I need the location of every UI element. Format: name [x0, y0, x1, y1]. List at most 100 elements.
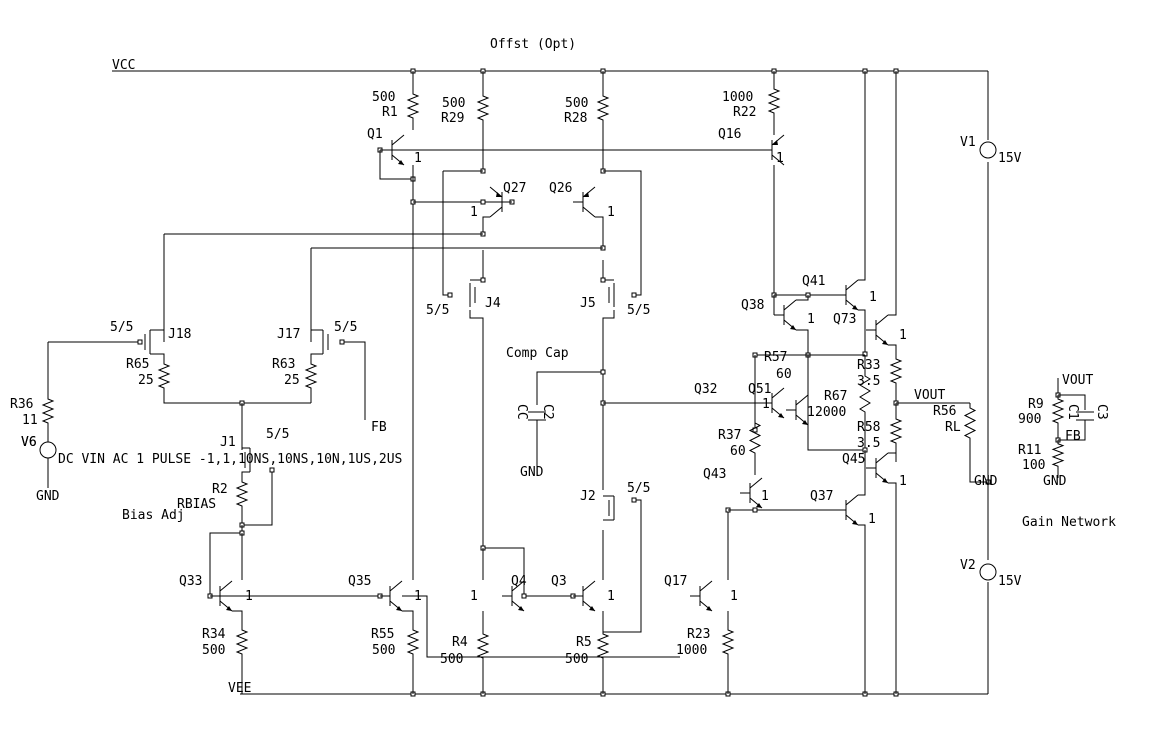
- q35-ref: Q35: [348, 574, 371, 589]
- wire: [241, 471, 250, 478]
- note-comp-cap: Comp Cap: [506, 346, 569, 361]
- j5-ref: J5: [580, 296, 596, 311]
- node-dot: [521, 593, 527, 599]
- q41-mult: 1: [869, 290, 877, 305]
- r36-ref: R36: [10, 397, 33, 412]
- r57-value: 60: [776, 367, 792, 382]
- q4-ref: Q4: [511, 574, 527, 589]
- q16-mult: 1: [776, 151, 784, 166]
- r2-resistor-zigzag: [235, 478, 249, 510]
- r65-resistor-zigzag: [157, 360, 171, 392]
- r33-value: 3.5: [857, 374, 880, 389]
- r67-ref: R67: [824, 389, 847, 404]
- q17-mult: 1: [730, 589, 738, 604]
- r23-resistor: [721, 626, 735, 658]
- q41-transistor: [836, 279, 859, 311]
- net-label-gnd-v6: GND: [36, 489, 60, 504]
- net-label-vout-fb: VOUT: [1062, 373, 1093, 388]
- wire: [310, 353, 323, 360]
- r11-resistor: [1051, 440, 1065, 470]
- q73-transistor: [866, 314, 889, 346]
- node-dot: [480, 199, 486, 205]
- wire: [858, 524, 866, 694]
- wire: [442, 171, 450, 296]
- r58-resistor: [889, 415, 903, 447]
- q26-mult: 1: [607, 205, 615, 220]
- r5-resistor-zigzag: [596, 630, 610, 662]
- r1-value: 500: [372, 90, 395, 105]
- node-dot: [339, 339, 345, 345]
- j18-jfet: [144, 330, 151, 354]
- wire: [858, 309, 866, 354]
- r4-resistor: [476, 630, 490, 662]
- j2-ref: J2: [580, 489, 596, 504]
- q41-transistor-arrow: [852, 305, 858, 310]
- v2-ref: V2: [960, 558, 976, 573]
- q45-transistor-collector: [875, 452, 889, 464]
- node-dot: [985, 479, 991, 485]
- q1-transistor-arrow: [398, 160, 404, 165]
- net-label-gnd-c2: GND: [520, 465, 544, 480]
- c2-value: CC: [514, 404, 529, 420]
- q16-ref: Q16: [718, 127, 741, 142]
- r58-value: 3.5: [857, 436, 880, 451]
- q33-transistor: [210, 580, 233, 612]
- q4-transistor-arrow: [518, 606, 524, 611]
- r22-resistor: [767, 85, 781, 117]
- r63-value: 25: [284, 373, 300, 388]
- r65-resistor: [157, 360, 171, 392]
- v1-ref: V1: [960, 135, 976, 150]
- r5-ref: R5: [576, 635, 592, 650]
- wire: [482, 216, 490, 234]
- r23-ref: R23: [687, 627, 710, 642]
- q73-transistor-collector: [875, 314, 889, 326]
- r11-resistor-zigzag: [1051, 440, 1065, 470]
- c2-ref: C2: [540, 404, 555, 420]
- wire: [969, 443, 988, 483]
- q4-transistor-collector: [511, 580, 525, 592]
- q38-ref: Q38: [741, 298, 764, 313]
- net-label-fb-gain: FB: [1065, 429, 1081, 444]
- q73-ref: Q73: [833, 312, 856, 327]
- wire: [536, 371, 603, 405]
- q33-transistor-arrow: [226, 606, 232, 611]
- q17-ref: Q17: [664, 574, 687, 589]
- q51-transistor-arrow: [802, 420, 808, 425]
- q3-mult: 1: [607, 589, 615, 604]
- r28-ref: R28: [564, 111, 587, 126]
- q38-mult: 1: [807, 312, 815, 327]
- r67-value: 2000: [815, 405, 846, 420]
- r36-value: 11: [22, 413, 38, 428]
- r2-value: RBIAS: [177, 497, 216, 512]
- wire: [232, 610, 243, 626]
- r23-value: 1000: [676, 643, 707, 658]
- q33-mult: 1: [245, 589, 253, 604]
- q3-transistor-arrow: [589, 606, 595, 611]
- r5-resistor: [596, 630, 610, 662]
- q45-transistor: [866, 452, 889, 484]
- q32-transistor-collector: [771, 387, 785, 399]
- q32-transistor-arrow: [778, 413, 784, 418]
- wire: [483, 547, 525, 596]
- r34-resistor-zigzag: [235, 626, 249, 658]
- r1-resistor: [406, 90, 420, 122]
- q16-transistor: [762, 134, 785, 166]
- j1-jfet: [244, 448, 251, 472]
- q1-ref: Q1: [367, 127, 383, 142]
- q1-transistor-collector: [391, 134, 405, 146]
- wire: [1058, 420, 1086, 441]
- q17-transistor-arrow: [706, 606, 712, 611]
- q37-mult: 1: [868, 512, 876, 527]
- q37-transistor: [836, 494, 859, 526]
- r4-ref: R4: [452, 635, 468, 650]
- q45-transistor-arrow: [882, 478, 888, 483]
- node-dot: [137, 339, 143, 345]
- r9-resistor-zigzag: [1051, 395, 1065, 427]
- r36-resistor: [41, 395, 55, 427]
- net-label-fb-j17: FB: [371, 420, 387, 435]
- q17-transistor: [690, 580, 713, 612]
- r55-resistor-zigzag: [406, 626, 420, 658]
- q43-transistor-collector: [749, 477, 763, 489]
- wire: [858, 450, 866, 496]
- q26-transistor: [573, 186, 596, 218]
